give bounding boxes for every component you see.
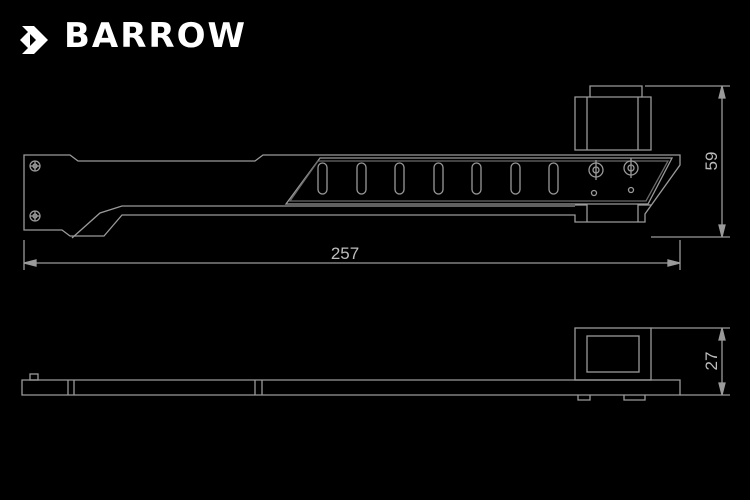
length-label: 257 xyxy=(331,244,359,263)
vent-slots xyxy=(317,162,559,195)
height-label-top: 59 xyxy=(702,152,721,171)
barrow-chevron-logo-icon xyxy=(20,26,48,54)
brand-name: BARROW xyxy=(64,16,247,56)
bracket-inner-contour xyxy=(71,205,575,239)
side-view-block xyxy=(574,327,652,381)
bracket-top-outline xyxy=(23,154,681,237)
screw-hole-right-1 xyxy=(588,160,604,197)
side-view-rail xyxy=(21,379,681,396)
height-label-side: 27 xyxy=(702,352,721,371)
mount-hole-left-bottom xyxy=(29,210,41,222)
screw-hole-right-2 xyxy=(623,158,639,194)
brand-logo xyxy=(18,18,278,64)
slot-panel xyxy=(284,157,674,205)
mount-hole-left-top xyxy=(29,160,41,172)
